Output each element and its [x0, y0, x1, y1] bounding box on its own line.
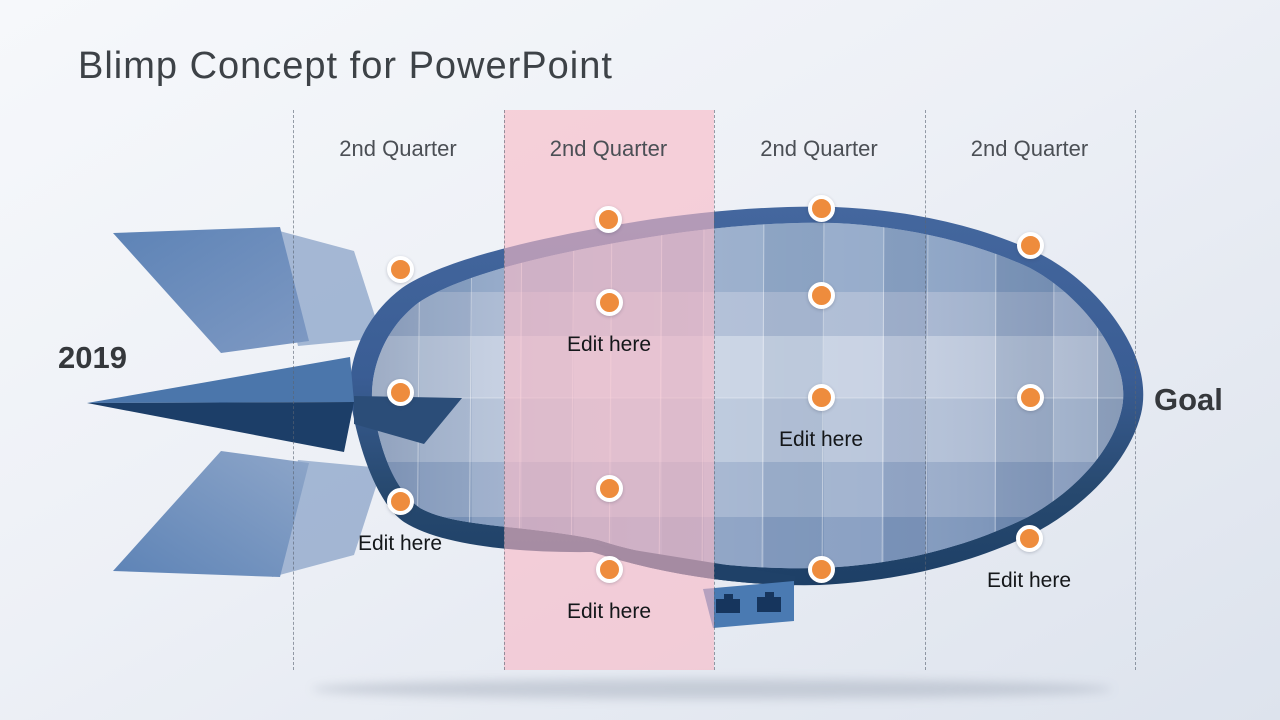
tail-spike [87, 357, 462, 452]
quarter-divider-line-1 [292, 110, 294, 670]
quarter-band-3: 2nd Quarter [714, 110, 925, 670]
start-year-label[interactable]: 2019 [58, 340, 127, 375]
goal-label[interactable]: Goal [1154, 382, 1223, 417]
milestone-dot[interactable] [807, 194, 835, 222]
edit-here-label[interactable]: Edit here [566, 333, 652, 356]
milestone-dot[interactable] [807, 281, 835, 309]
milestone-dot[interactable] [595, 474, 623, 502]
gondola [703, 581, 794, 628]
tail-fin-front-upper [113, 227, 309, 353]
quarter-divider-line-5 [1134, 110, 1136, 670]
quarter-band-1: 2nd Quarter [293, 110, 504, 670]
quarter-label[interactable]: 2nd Quarter [549, 136, 668, 161]
milestone-dot[interactable] [1016, 383, 1044, 411]
edit-here-label[interactable]: Edit here [357, 532, 443, 555]
edit-here-label[interactable]: Edit here [986, 569, 1072, 592]
milestone-dot[interactable] [386, 255, 414, 283]
milestone-dot[interactable] [595, 555, 623, 583]
blimp-shadow [312, 679, 1112, 699]
gondola-window-1 [716, 594, 740, 613]
milestone-dot[interactable] [1015, 524, 1043, 552]
slide-title[interactable]: Blimp Concept for PowerPoint [78, 45, 613, 87]
milestone-dot[interactable] [386, 378, 414, 406]
quarter-label[interactable]: 2nd Quarter [760, 136, 878, 161]
quarter-divider-line-3 [713, 110, 715, 670]
tail-fin-front-lower [113, 451, 309, 577]
quarter-label[interactable]: 2nd Quarter [339, 136, 457, 161]
edit-here-label[interactable]: Edit here [566, 600, 652, 623]
milestone-dot[interactable] [807, 555, 835, 583]
milestone-dot[interactable] [1016, 231, 1044, 259]
quarter-divider-line-2 [503, 110, 505, 670]
edit-here-label[interactable]: Edit here [778, 428, 864, 451]
quarter-label[interactable]: 2nd Quarter [970, 136, 1089, 161]
gondola-window-2 [757, 592, 781, 612]
milestone-dot[interactable] [595, 288, 623, 316]
quarter-divider-line-4 [924, 110, 926, 670]
milestone-dot[interactable] [386, 487, 414, 515]
quarter-band-4: 2nd Quarter [925, 110, 1135, 670]
milestone-dot[interactable] [594, 205, 622, 233]
milestone-dot[interactable] [807, 383, 835, 411]
